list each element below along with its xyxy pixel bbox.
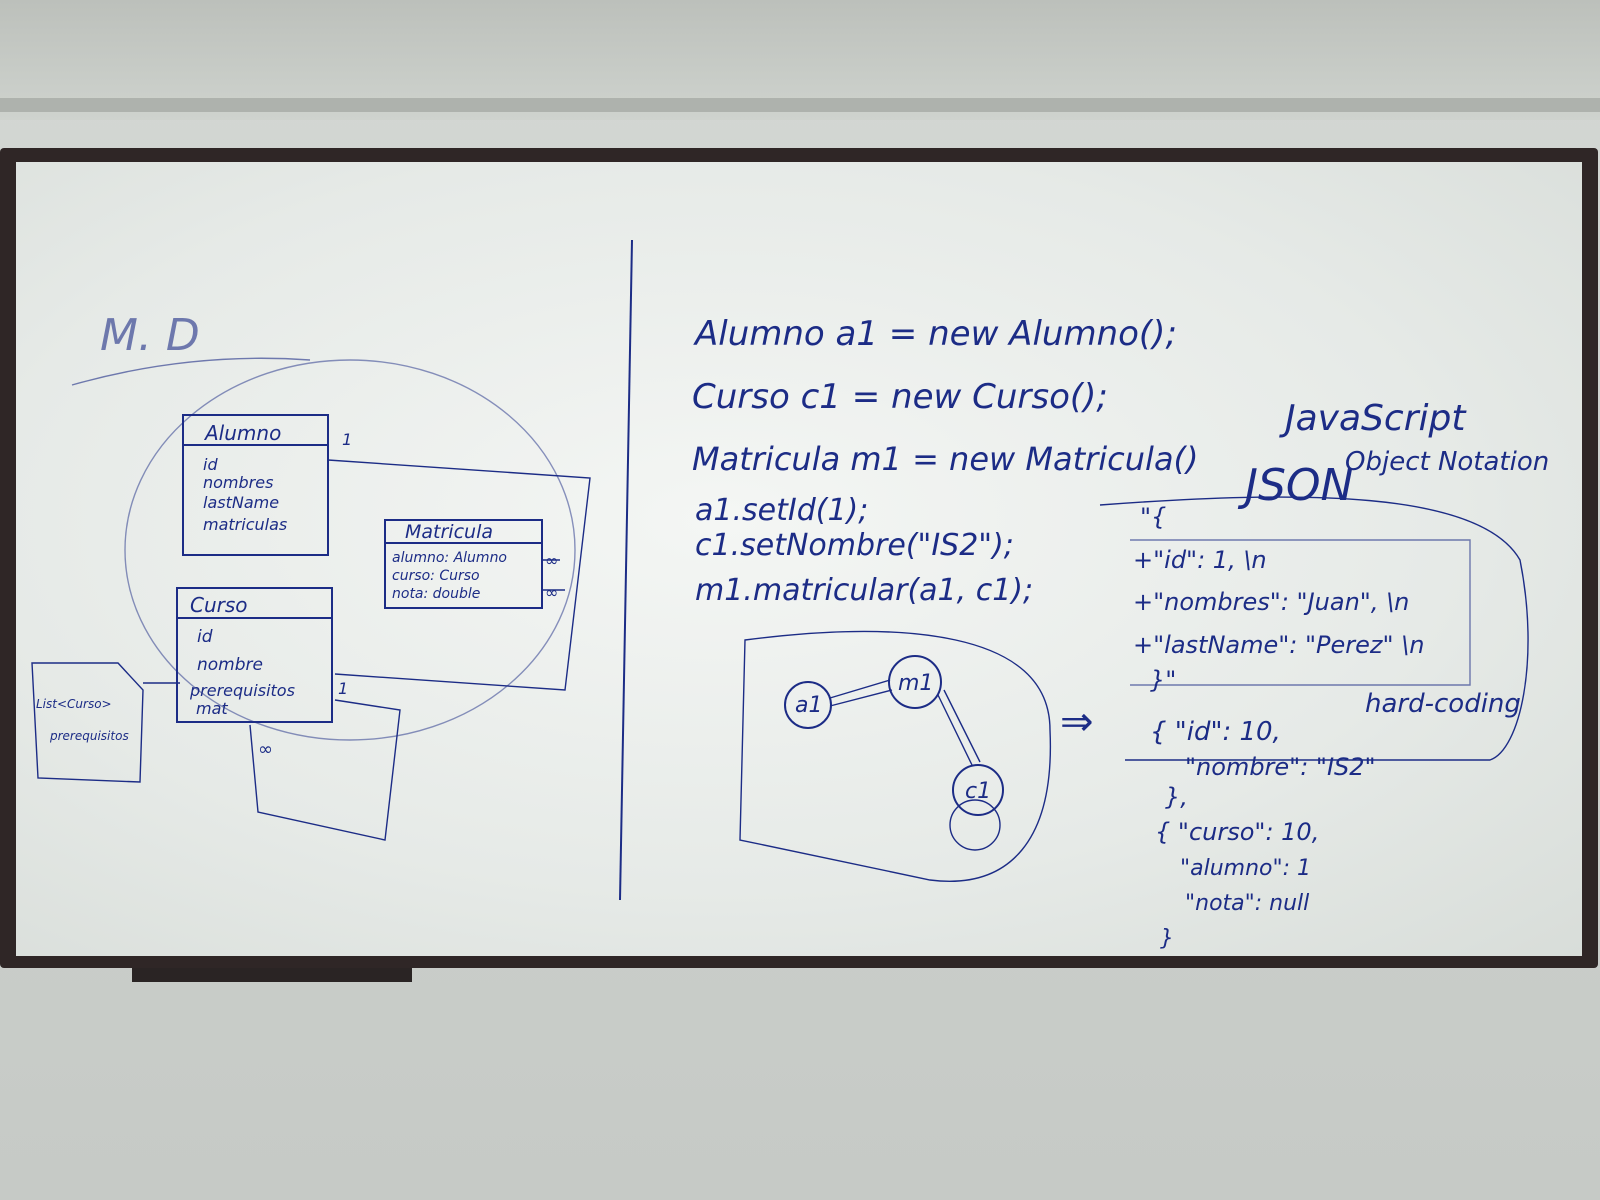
svg-text:hard-coding: hard-coding — [1365, 689, 1521, 719]
node-m1: m1 — [898, 671, 933, 696]
code-lines: Alumno a1 = new Alumno(); Curso c1 = new… — [692, 314, 1199, 608]
svg-text:JavaScript: JavaScript — [1279, 398, 1467, 439]
svg-text:"{: "{ — [1140, 503, 1166, 531]
svg-text:}: } — [1160, 926, 1174, 951]
svg-text:nota: double: nota: double — [392, 586, 480, 602]
svg-text:mat: mat — [196, 699, 228, 718]
svg-text:lastName: lastName — [203, 493, 279, 512]
svg-text:a1.setId(1);: a1.setId(1); — [695, 493, 868, 528]
object-graph: a1 m1 c1 ⇒ — [739, 630, 1094, 882]
svg-text:Object Notation: Object Notation — [1345, 447, 1549, 477]
svg-text:nombre: nombre — [197, 655, 263, 675]
svg-text:1: 1 — [342, 430, 352, 449]
svg-text:id: id — [197, 627, 213, 647]
class-alumno: Alumno id nombres lastName matriculas 1 — [182, 414, 352, 556]
svg-text:Curso: Curso — [190, 593, 248, 617]
ceiling-rail — [0, 98, 1600, 112]
svg-text:1: 1 — [338, 679, 348, 698]
json-heading: JavaScript Object Notation JSON — [1237, 398, 1549, 511]
divider-line — [619, 239, 633, 901]
svg-text:id: id — [203, 455, 218, 474]
svg-text:}": }" — [1150, 666, 1176, 694]
svg-text:JSON: JSON — [1237, 460, 1353, 511]
svg-text:},: }, — [1165, 783, 1188, 811]
svg-text:nombres: nombres — [203, 473, 273, 492]
svg-text:prerequisitos: prerequisitos — [49, 729, 129, 743]
json-block: "{ +"id": 1, \n +"nombres": "Juan", \n +… — [1099, 496, 1529, 761]
transform-arrow: ⇒ — [1060, 699, 1094, 745]
svg-text:"nombre": "IS2": "nombre": "IS2" — [1185, 753, 1376, 781]
svg-text:Alumno a1 = new Alumno();: Alumno a1 = new Alumno(); — [693, 314, 1177, 354]
svg-text:Curso c1 = new Curso();: Curso c1 = new Curso(); — [692, 377, 1108, 417]
domain-boundary — [124, 359, 576, 741]
svg-text:matriculas: matriculas — [203, 515, 287, 534]
node-c1: c1 — [965, 779, 991, 804]
heading-md: M. D — [100, 310, 200, 361]
svg-text:List<Curso>: List<Curso> — [36, 697, 112, 711]
svg-text:{ "curso": 10,: { "curso": 10, — [1155, 818, 1319, 846]
svg-text:∞: ∞ — [545, 583, 558, 602]
svg-text:∞: ∞ — [258, 739, 273, 760]
marker-tray — [132, 968, 412, 982]
svg-text:{ "id": 10,: { "id": 10, — [1150, 717, 1281, 747]
class-matricula: Matricula alumno: Alumno curso: Curso no… — [384, 519, 558, 609]
whiteboard-surface — [16, 162, 1582, 956]
json-objects: { "id": 10, "nombre": "IS2" }, { "curso"… — [1150, 717, 1376, 951]
svg-text:alumno: Alumno: alumno: Alumno — [392, 550, 507, 566]
svg-text:prerequisitos: prerequisitos — [189, 681, 295, 700]
svg-text:+"lastName": "Perez" \n: +"lastName": "Perez" \n — [1133, 631, 1424, 659]
svg-text:"alumno": 1: "alumno": 1 — [1180, 856, 1311, 881]
svg-text:"nota": null: "nota": null — [1185, 891, 1309, 916]
svg-text:+"id": 1, \n: +"id": 1, \n — [1133, 546, 1267, 574]
class-alumno-name: Alumno — [203, 421, 281, 445]
node-a1: a1 — [795, 693, 822, 718]
svg-text:m1.matricular(a1, c1);: m1.matricular(a1, c1); — [695, 573, 1033, 608]
class-curso: Curso id nombre prerequisitos mat 1 ∞ — [176, 587, 348, 760]
svg-text:curso: Curso: curso: Curso — [392, 568, 480, 584]
svg-text:+"nombres": "Juan", \n: +"nombres": "Juan", \n — [1133, 588, 1409, 616]
note-list-curso: List<Curso> prerequisitos — [31, 662, 180, 783]
svg-text:Matricula m1 = new Matricula(): Matricula m1 = new Matricula() — [692, 440, 1199, 478]
svg-text:c1.setNombre("IS2");: c1.setNombre("IS2"); — [695, 528, 1014, 563]
svg-text:Matricula: Matricula — [405, 521, 493, 543]
